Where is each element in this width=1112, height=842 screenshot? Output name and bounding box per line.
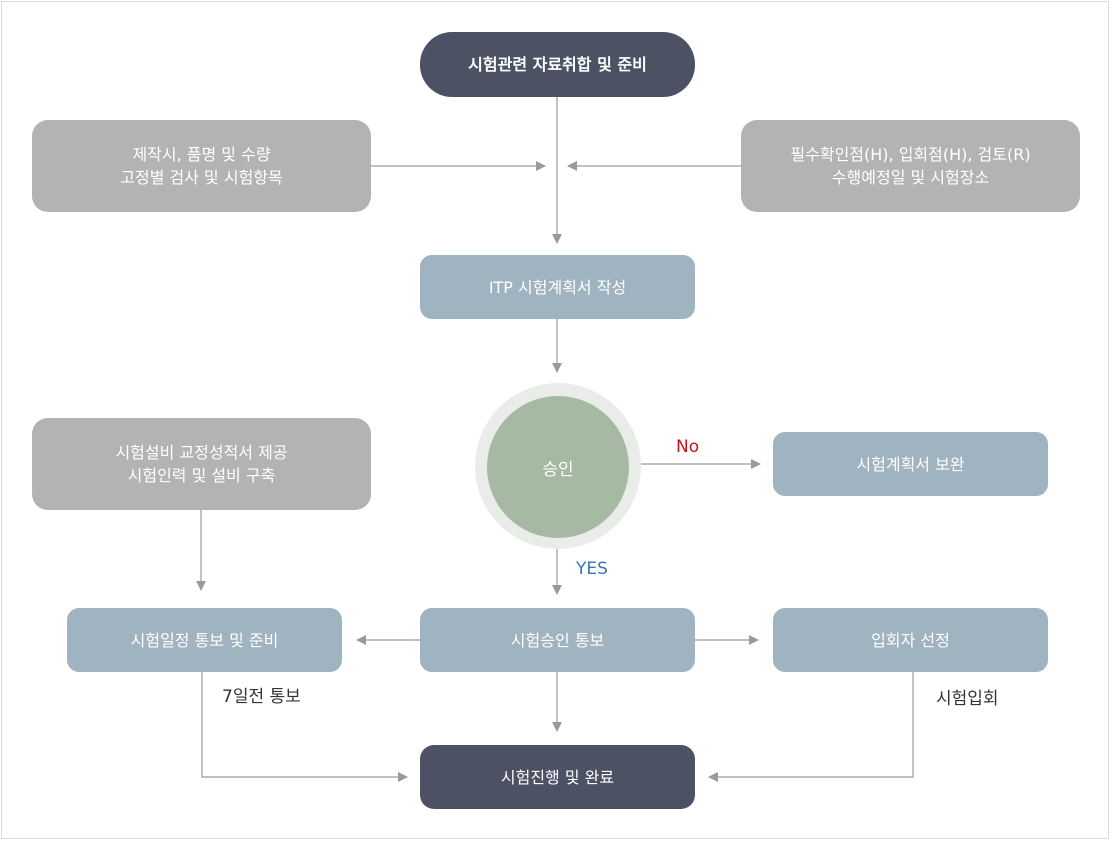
node-approval-notice: 시험승인 통보 <box>420 608 695 672</box>
node-equipment: 시험설비 교정성적서 제공 시험인력 및 설비 구축 <box>32 418 371 510</box>
arrow-witness-to-final <box>708 672 914 782</box>
node-witness: 입회자 선정 <box>773 608 1048 672</box>
label-no: No <box>676 437 700 457</box>
node-approval: 승인 <box>487 396 629 538</box>
label-witness-test: 시험입회 <box>936 689 999 709</box>
label-seven-days: 7일전 통보 <box>222 687 301 707</box>
arrow-schedule-to-final <box>201 672 408 782</box>
node-start: 시험관련 자료취합 및 준비 <box>420 32 695 97</box>
node-schedule: 시험일정 통보 및 준비 <box>67 608 342 672</box>
node-revise: 시험계획서 보완 <box>773 432 1048 496</box>
node-final: 시험진행 및 완료 <box>420 745 695 809</box>
label-yes: YES <box>576 559 608 579</box>
node-right-input: 필수확인점(H), 입회점(H), 검토(R) 수행예정일 및 시험장소 <box>741 120 1080 212</box>
node-left-input: 제작시, 품명 및 수량 고정별 검사 및 시험항목 <box>32 120 371 212</box>
node-itp: ITP 시험계획서 작성 <box>420 255 695 319</box>
